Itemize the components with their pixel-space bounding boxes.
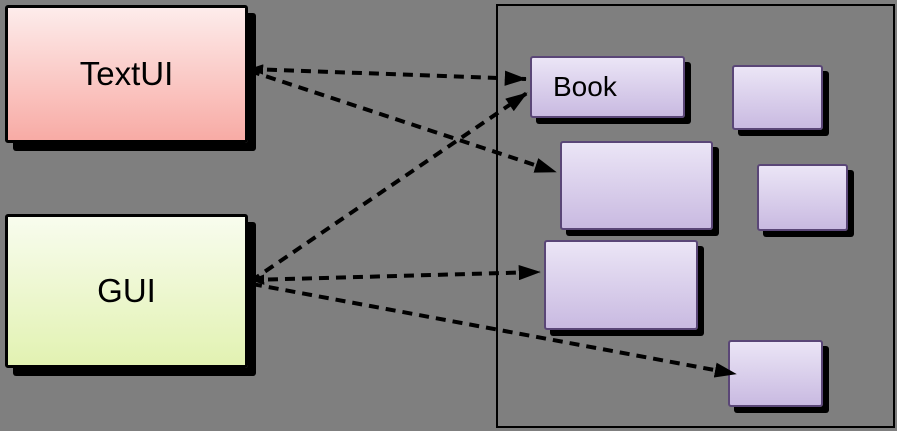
module-box-top-right — [732, 65, 823, 130]
module-box-bottom-right — [728, 340, 823, 407]
dependency-arrow-gui-to-book — [249, 91, 529, 283]
dependency-arrow-textui-to-book — [249, 64, 527, 86]
gui-label: GUI — [97, 272, 156, 309]
book-label: Book — [553, 71, 617, 102]
book-module-box: Book — [530, 56, 685, 118]
module-box-mid-left — [544, 240, 698, 330]
module-box-mid-right — [757, 164, 848, 231]
textui-label: TextUI — [79, 55, 174, 92]
textui-box: TextUI — [5, 5, 248, 143]
module-box-below-book — [560, 141, 713, 230]
gui-box: GUI — [5, 214, 248, 368]
